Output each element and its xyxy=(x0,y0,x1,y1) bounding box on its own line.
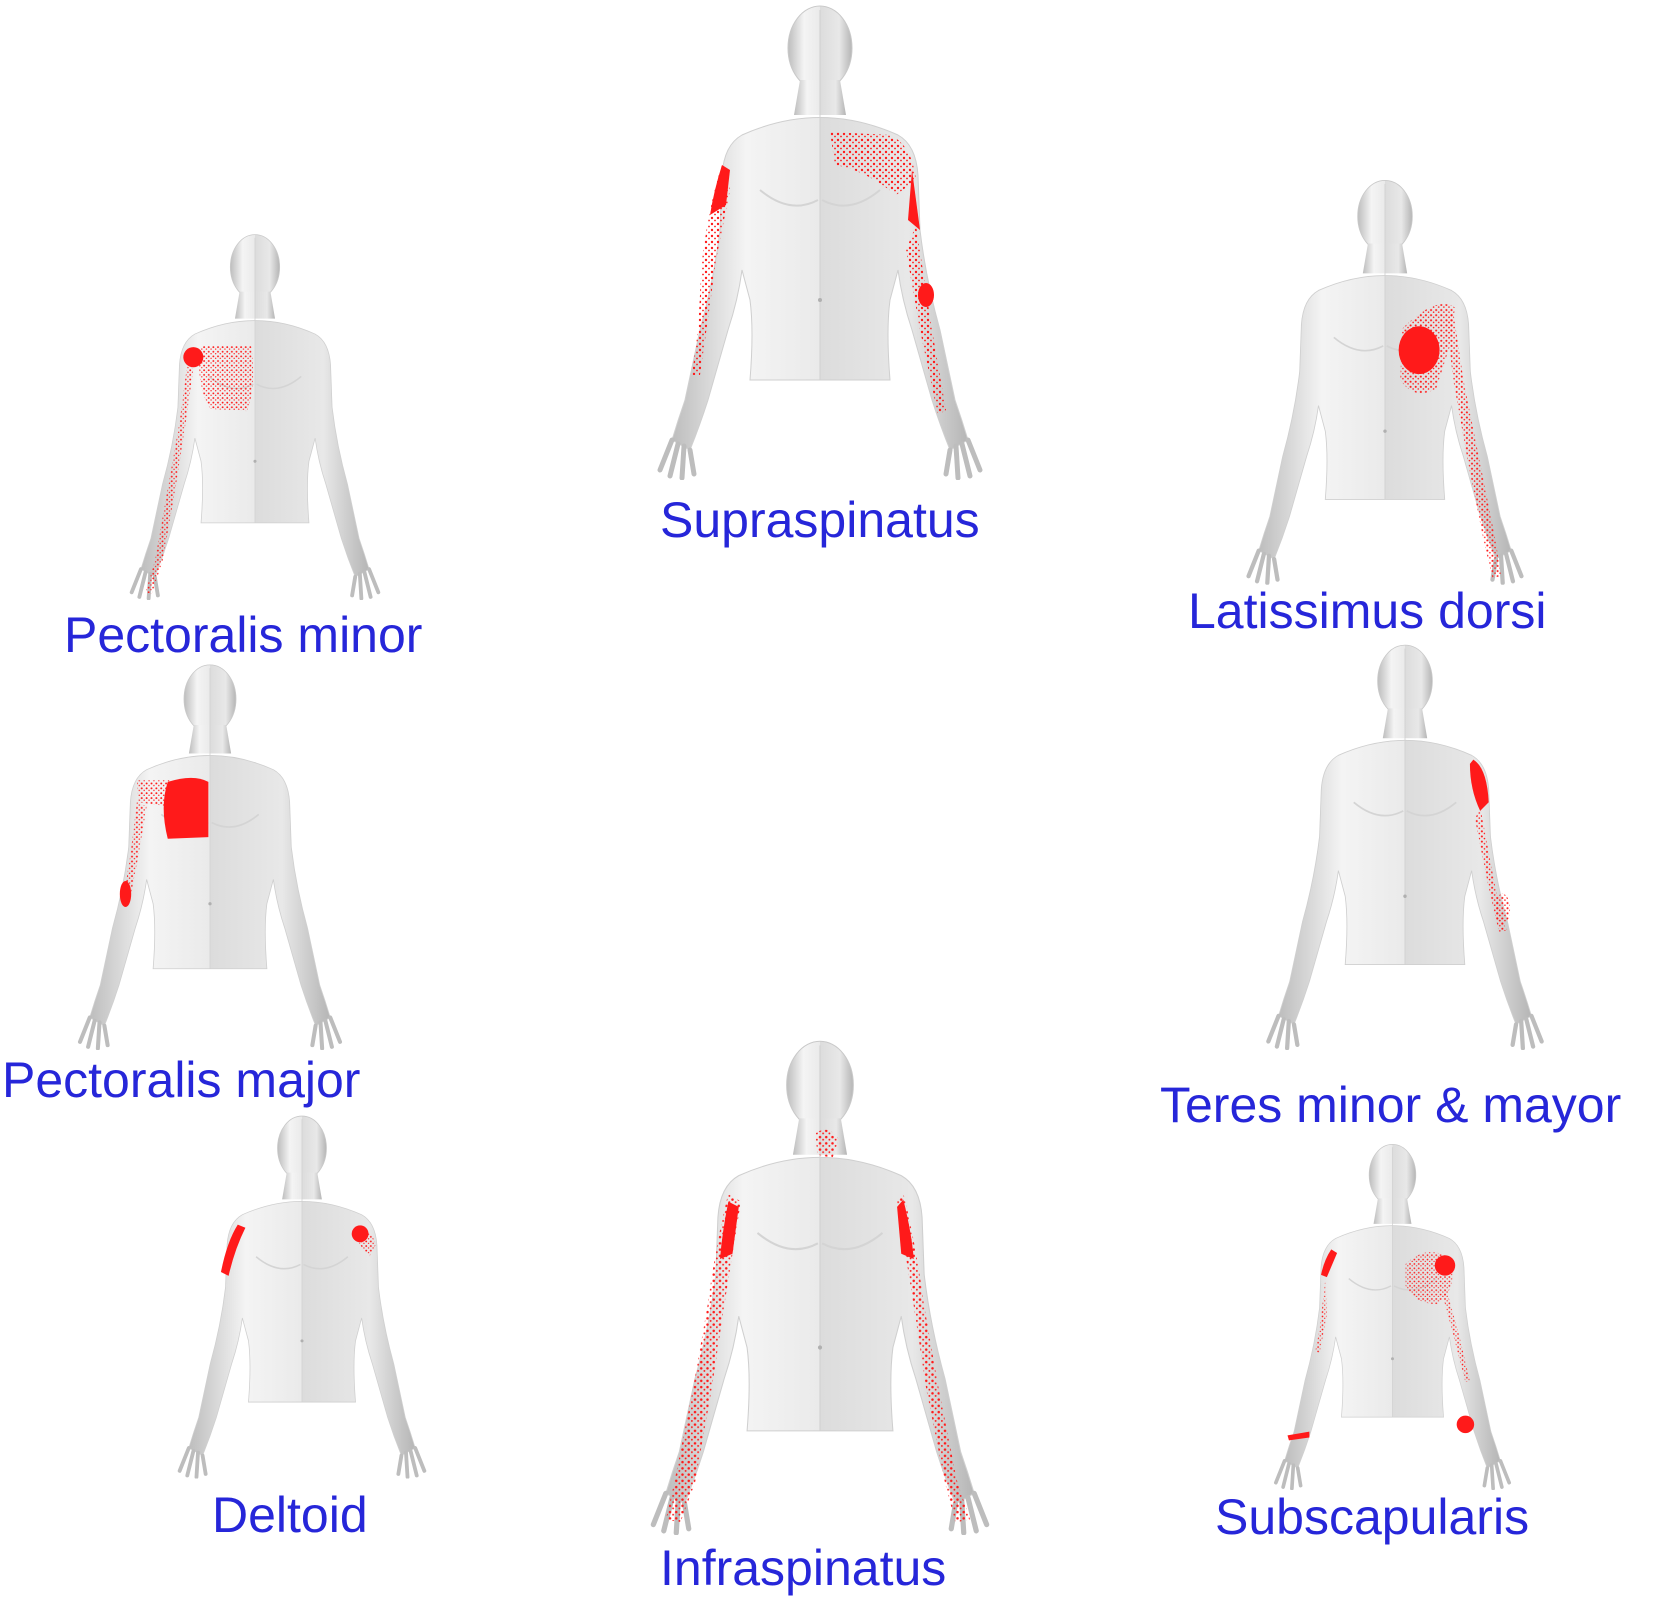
figure-teres xyxy=(1255,640,1555,1050)
label-pectoralis-minor: Pectoralis minor xyxy=(64,607,423,663)
figure-latissimus-dorsi xyxy=(1240,175,1530,585)
body-model-pectoralis-minor xyxy=(129,232,381,600)
figure-pectoralis-minor xyxy=(120,230,390,600)
body-model-deltoid xyxy=(177,1114,427,1479)
label-latissimus-dorsi: Latissimus dorsi xyxy=(1188,583,1547,639)
figure-deltoid xyxy=(172,1110,432,1480)
label-teres: Teres minor & mayor xyxy=(1160,1077,1622,1133)
body-model-latissimus-dorsi xyxy=(1240,175,1530,585)
figure-infraspinatus xyxy=(640,1035,1000,1535)
figure-pectoralis-major xyxy=(65,660,355,1050)
body-model-supraspinatus xyxy=(650,0,990,490)
body-model-infraspinatus xyxy=(640,1035,1000,1535)
figure-supraspinatus xyxy=(650,0,990,490)
body-model-teres xyxy=(1255,640,1555,1050)
label-deltoid: Deltoid xyxy=(212,1487,368,1543)
label-infraspinatus: Infraspinatus xyxy=(660,1540,947,1596)
label-subscapularis: Subscapularis xyxy=(1215,1489,1530,1545)
figure-subscapularis xyxy=(1265,1140,1520,1490)
label-pectoralis-major: Pectoralis major xyxy=(2,1052,361,1108)
label-supraspinatus: Supraspinatus xyxy=(660,492,980,548)
body-model-pectoralis-major xyxy=(65,660,355,1050)
body-model-subscapularis xyxy=(1274,1142,1511,1490)
